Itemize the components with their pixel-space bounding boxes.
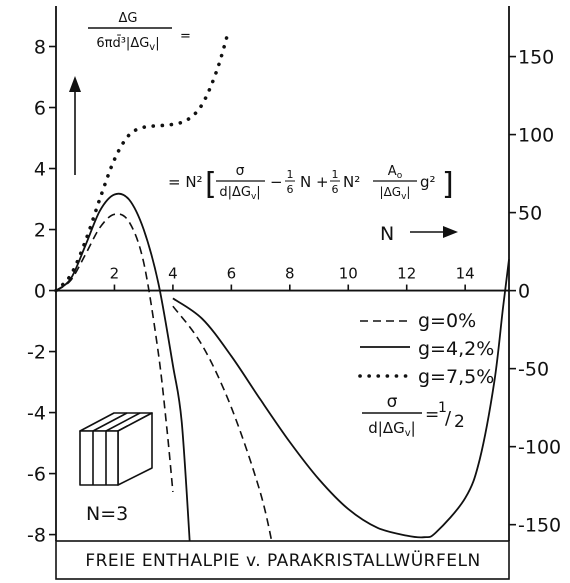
left-tick-label-6: -4 [27,403,46,425]
formula-n2: N² [343,173,360,191]
right-tick-label-0: 150 [518,47,554,69]
left-tick-label-4: 0 [34,281,46,303]
x-tick-label-4: 10 [339,265,358,283]
x-tick-label-0: 2 [110,265,120,283]
ylabel-arrow-head [69,76,81,92]
tick-labels: 8 6 4 2 0 -2 -4 -6 -8 150 100 50 0 -50 -100 -150 2 4 6 8 10 1… [27,37,561,547]
caption-text: FREIE ENTHALPIE v. PARAKRISTALLWÜRFELN [85,549,480,571]
legend-ratio-equals: = [425,405,439,425]
legend-label-g75: g=7,5% [418,366,494,388]
left-tick-label-0: 8 [34,37,46,59]
x-axis-label: N [380,223,458,245]
right-tick-label-1: 100 [518,125,554,147]
formula-n-plus: N + [300,173,329,191]
left-tick-label-1: 6 [34,98,46,120]
series-lines [54,29,510,560]
ylabel-equals: = [180,29,191,44]
series-line-4-dashed [172,305,276,560]
formula-g2: g² [420,173,436,191]
series-line-1-solid [55,192,192,553]
formula-sigma: σ [236,163,245,179]
formula-one-b: 1 [332,168,339,181]
inset-label: N=3 [86,503,128,525]
left-tick-label-7: -6 [27,464,46,486]
formula-ao: Ao [388,164,403,181]
caption-box [55,540,510,580]
left-tick-label-3: 2 [34,220,46,242]
formula-bracket-left: [ [205,167,217,202]
right-tick-label-3: 0 [518,281,530,303]
ylabel-numerator: ΔG [119,11,138,26]
xlabel-arrow-head [443,226,458,238]
series-line-0-dashed [55,213,174,492]
left-tick-label-5: -2 [27,342,46,364]
xlabel-text: N [380,223,394,245]
x-tick-label-5: 12 [397,265,416,283]
legend-ratio-slash: / [445,408,452,429]
right-tick-label-5: -100 [518,437,561,459]
formula-minus: − [270,173,283,191]
cube-front-face [79,430,119,486]
legend: g=0% g=4,2% g=7,5% σ d|ΔGv| = 1 / 2 [358,310,494,439]
ylabel-denominator: 6πd̄³|ΔGv| [96,36,159,53]
y-axis-label: ΔG 6πd̄³|ΔGv| = [69,11,191,175]
left-tick-label-2: 4 [34,159,46,181]
formula-sigma-den: d|ΔGv| [219,185,260,202]
formula-bracket-right: ] [442,167,454,202]
legend-ratio-num: σ [387,392,398,412]
formula-six-b: 6 [332,183,339,196]
formula-six-a: 6 [287,183,294,196]
legend-ratio-one: 1 [438,400,447,416]
x-tick-label-1: 4 [168,265,178,283]
legend-label-g42: g=4,2% [418,338,494,360]
legend-ratio-den: d|ΔGv| [368,419,415,439]
right-tick-label-6: -150 [518,515,561,537]
cube-top-division-2 [105,412,141,432]
right-tick-label-2: 50 [518,203,542,225]
legend-label-g0: g=0% [418,310,476,332]
x-tick-label-2: 6 [227,265,237,283]
cube-inset [79,412,153,486]
x-tick-label-6: 14 [456,265,475,283]
x-tick-label-3: 8 [285,265,295,283]
formula: = N² [ σ d|ΔGv| − 1 6 N + 1 6 N² Ao |ΔGv… [168,163,454,202]
axes [49,6,516,541]
formula-prefix: = N² [168,173,203,191]
formula-one-a: 1 [287,168,294,181]
series-line-3-solid [172,259,510,539]
left-tick-label-8: -8 [27,525,46,547]
legend-ratio-two: 2 [454,412,465,432]
right-tick-label-4: -50 [518,359,549,381]
series-line-2-dotted [54,29,231,293]
cube-top-division-1 [92,412,128,432]
formula-dgv: |ΔGv| [380,185,411,202]
